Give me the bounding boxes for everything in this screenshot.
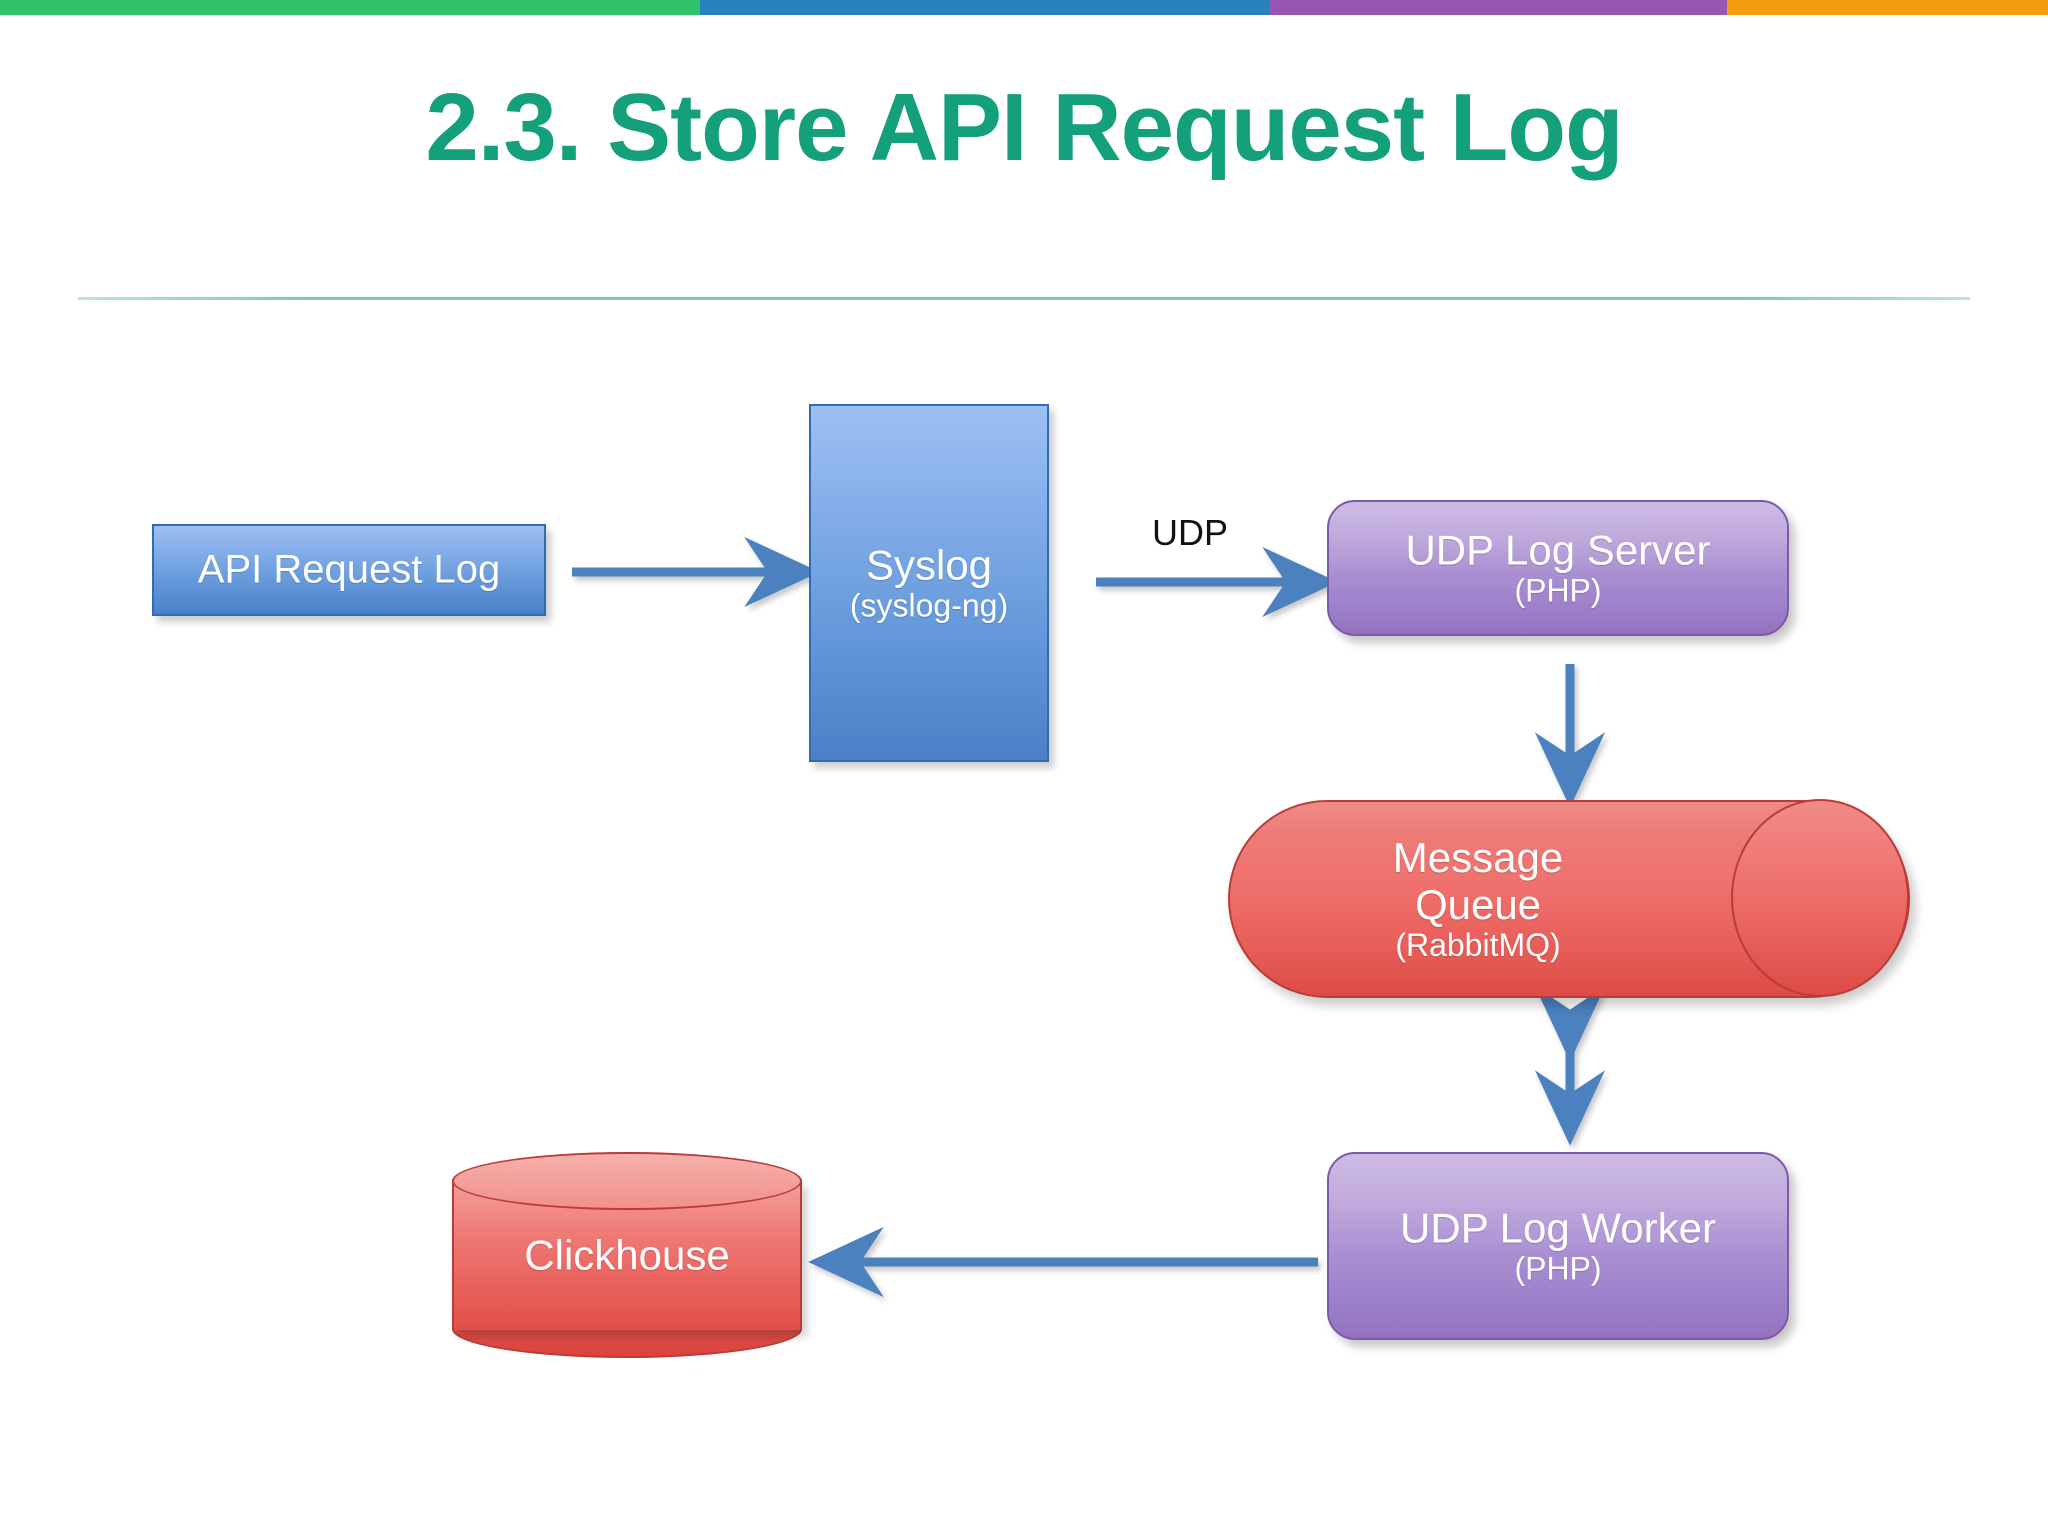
- node-subtitle: (PHP): [1514, 1250, 1602, 1287]
- accent-segment-purple: [1270, 0, 1727, 15]
- node-label-group: UDP Log Server (PHP): [1329, 527, 1787, 610]
- node-title: API Request Log: [197, 547, 501, 592]
- node-subtitle: (PHP): [1514, 572, 1602, 609]
- node-udp-log-server[interactable]: UDP Log Server (PHP): [1327, 500, 1789, 636]
- node-message-queue[interactable]: Message Queue (RabbitMQ): [1228, 799, 1910, 998]
- node-title: Syslog: [865, 541, 993, 589]
- title-divider: [78, 297, 1970, 300]
- node-title: UDP Log Worker: [1400, 1204, 1716, 1252]
- node-label-group: Syslog (syslog-ng): [811, 542, 1047, 625]
- edge-label-udp: UDP: [1152, 512, 1229, 553]
- accent-segment-green: [0, 0, 700, 15]
- node-title: UDP Log Server: [1405, 526, 1711, 574]
- database-top-ellipse: [452, 1152, 802, 1210]
- top-accent-bar: [0, 0, 2048, 15]
- accent-segment-orange: [1727, 0, 2048, 15]
- cylinder-end-cap: [1731, 799, 1909, 997]
- node-api-request-log[interactable]: API Request Log: [152, 524, 546, 616]
- node-label-group: UDP Log Worker (PHP): [1329, 1205, 1787, 1288]
- node-clickhouse[interactable]: Clickhouse: [452, 1152, 802, 1358]
- accent-segment-blue: [700, 0, 1270, 15]
- node-label-group: API Request Log: [154, 548, 544, 593]
- node-subtitle: (syslog-ng): [849, 587, 1009, 624]
- node-udp-log-worker[interactable]: UDP Log Worker (PHP): [1327, 1152, 1789, 1340]
- node-syslog[interactable]: Syslog (syslog-ng): [809, 404, 1049, 762]
- slide-title: 2.3. Store API Request Log: [425, 74, 1623, 181]
